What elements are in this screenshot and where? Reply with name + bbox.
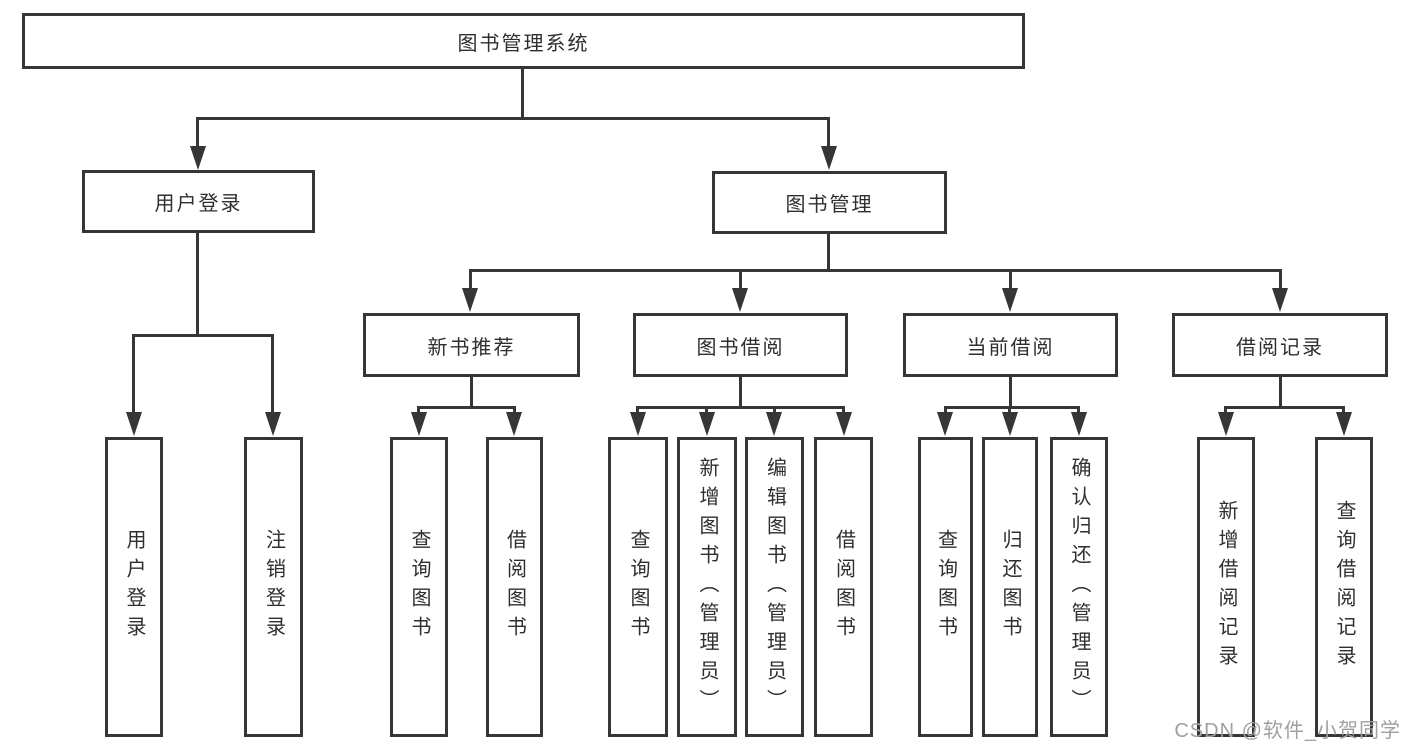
connector-arrow-down [699,412,715,436]
connector-line [842,406,845,414]
leaf-label: 查询图书 [408,529,430,645]
connector-line [470,377,473,409]
connector-arrow-down [506,412,522,436]
node-user-login: 用户登录 [82,170,315,233]
leaf-label: 注销登录 [262,529,285,645]
leaf-label: 编辑图书（管理员） [763,456,786,718]
node-new-book-recommend: 新书推荐 [363,313,580,377]
leaf-borrow-books-recommend: 借阅图书 [486,437,543,737]
leaf-label: 查询借阅记录 [1333,500,1355,674]
connector-line [636,406,639,414]
connector-arrow-down [836,412,852,436]
connector-line [1009,377,1012,409]
connector-line [417,406,420,414]
leaf-add-borrow-record: 新增借阅记录 [1197,437,1255,737]
leaf-return-books: 归还图书 [982,437,1038,737]
connector-line [705,406,708,414]
connector-line [132,334,135,414]
connector-line [271,334,274,414]
connector-line [739,269,742,291]
leaf-user-login: 用户登录 [105,437,163,737]
leaf-confirm-return-admin: 确认归还（管理员） [1050,437,1108,737]
connector-arrow-down [1071,412,1087,436]
node-book-management: 图书管理 [712,171,947,234]
connector-arrow-down [937,412,953,436]
leaf-label: 新增图书（管理员） [696,456,718,718]
connector-line [521,69,524,120]
connector-arrow-down [1336,412,1352,436]
connector-arrow-down [462,288,478,312]
connector-line [1279,377,1282,409]
leaf-query-books-borrow: 查询图书 [608,437,668,737]
leaf-label: 确认归还（管理员） [1068,456,1090,718]
leaf-edit-books-admin: 编辑图书（管理员） [745,437,804,737]
connector-line [1224,406,1227,414]
connector-arrow-down [732,288,748,312]
connector-line [1008,406,1011,414]
connector-arrow-down [630,412,646,436]
leaf-query-books-recommend: 查询图书 [390,437,448,737]
connector-line [196,117,830,120]
connector-arrow-down [1002,288,1018,312]
connector-arrow-down [126,412,142,436]
leaf-label: 新增借阅记录 [1215,500,1237,674]
connector-line [944,406,1080,409]
leaf-label: 查询图书 [934,529,957,645]
connector-line [944,406,947,414]
connector-arrow-down [1002,412,1018,436]
watermark: CSDN @软件_小贺同学 [1174,720,1401,742]
leaf-label: 借阅图书 [503,529,526,645]
connector-arrow-down [821,146,837,170]
leaf-label: 查询图书 [627,529,649,645]
connector-line [469,269,472,291]
connector-line [469,269,1282,272]
connector-arrow-down [1218,412,1234,436]
connector-line [196,117,199,149]
connector-arrow-down [1272,288,1288,312]
leaf-label: 用户登录 [123,529,145,645]
connector-arrow-down [265,412,281,436]
leaf-borrow-books-borrow: 借阅图书 [814,437,873,737]
node-root: 图书管理系统 [22,13,1025,69]
connector-line [636,406,845,409]
connector-line [1342,406,1345,414]
connector-line [827,117,830,149]
leaf-query-books-current: 查询图书 [918,437,973,737]
connector-line [1009,269,1012,291]
connector-line [196,233,199,337]
node-borrow-records: 借阅记录 [1172,313,1388,377]
connector-line [1224,406,1345,409]
leaf-label: 借阅图书 [832,529,855,645]
connector-arrow-down [766,412,782,436]
leaf-label: 归还图书 [999,529,1021,645]
connector-line [417,406,516,409]
connector-line [739,377,742,409]
leaf-add-books-admin: 新增图书（管理员） [677,437,737,737]
node-book-borrow: 图书借阅 [633,313,848,377]
connector-arrow-down [190,146,206,170]
node-current-borrow: 当前借阅 [903,313,1118,377]
connector-line [1077,406,1080,414]
leaf-logout-login: 注销登录 [244,437,303,737]
connector-line [1279,269,1282,291]
connector-arrow-down [411,412,427,436]
connector-line [132,334,274,337]
connector-line [513,406,516,414]
leaf-query-borrow-record: 查询借阅记录 [1315,437,1373,737]
connector-line [827,234,830,272]
connector-line [773,406,776,414]
